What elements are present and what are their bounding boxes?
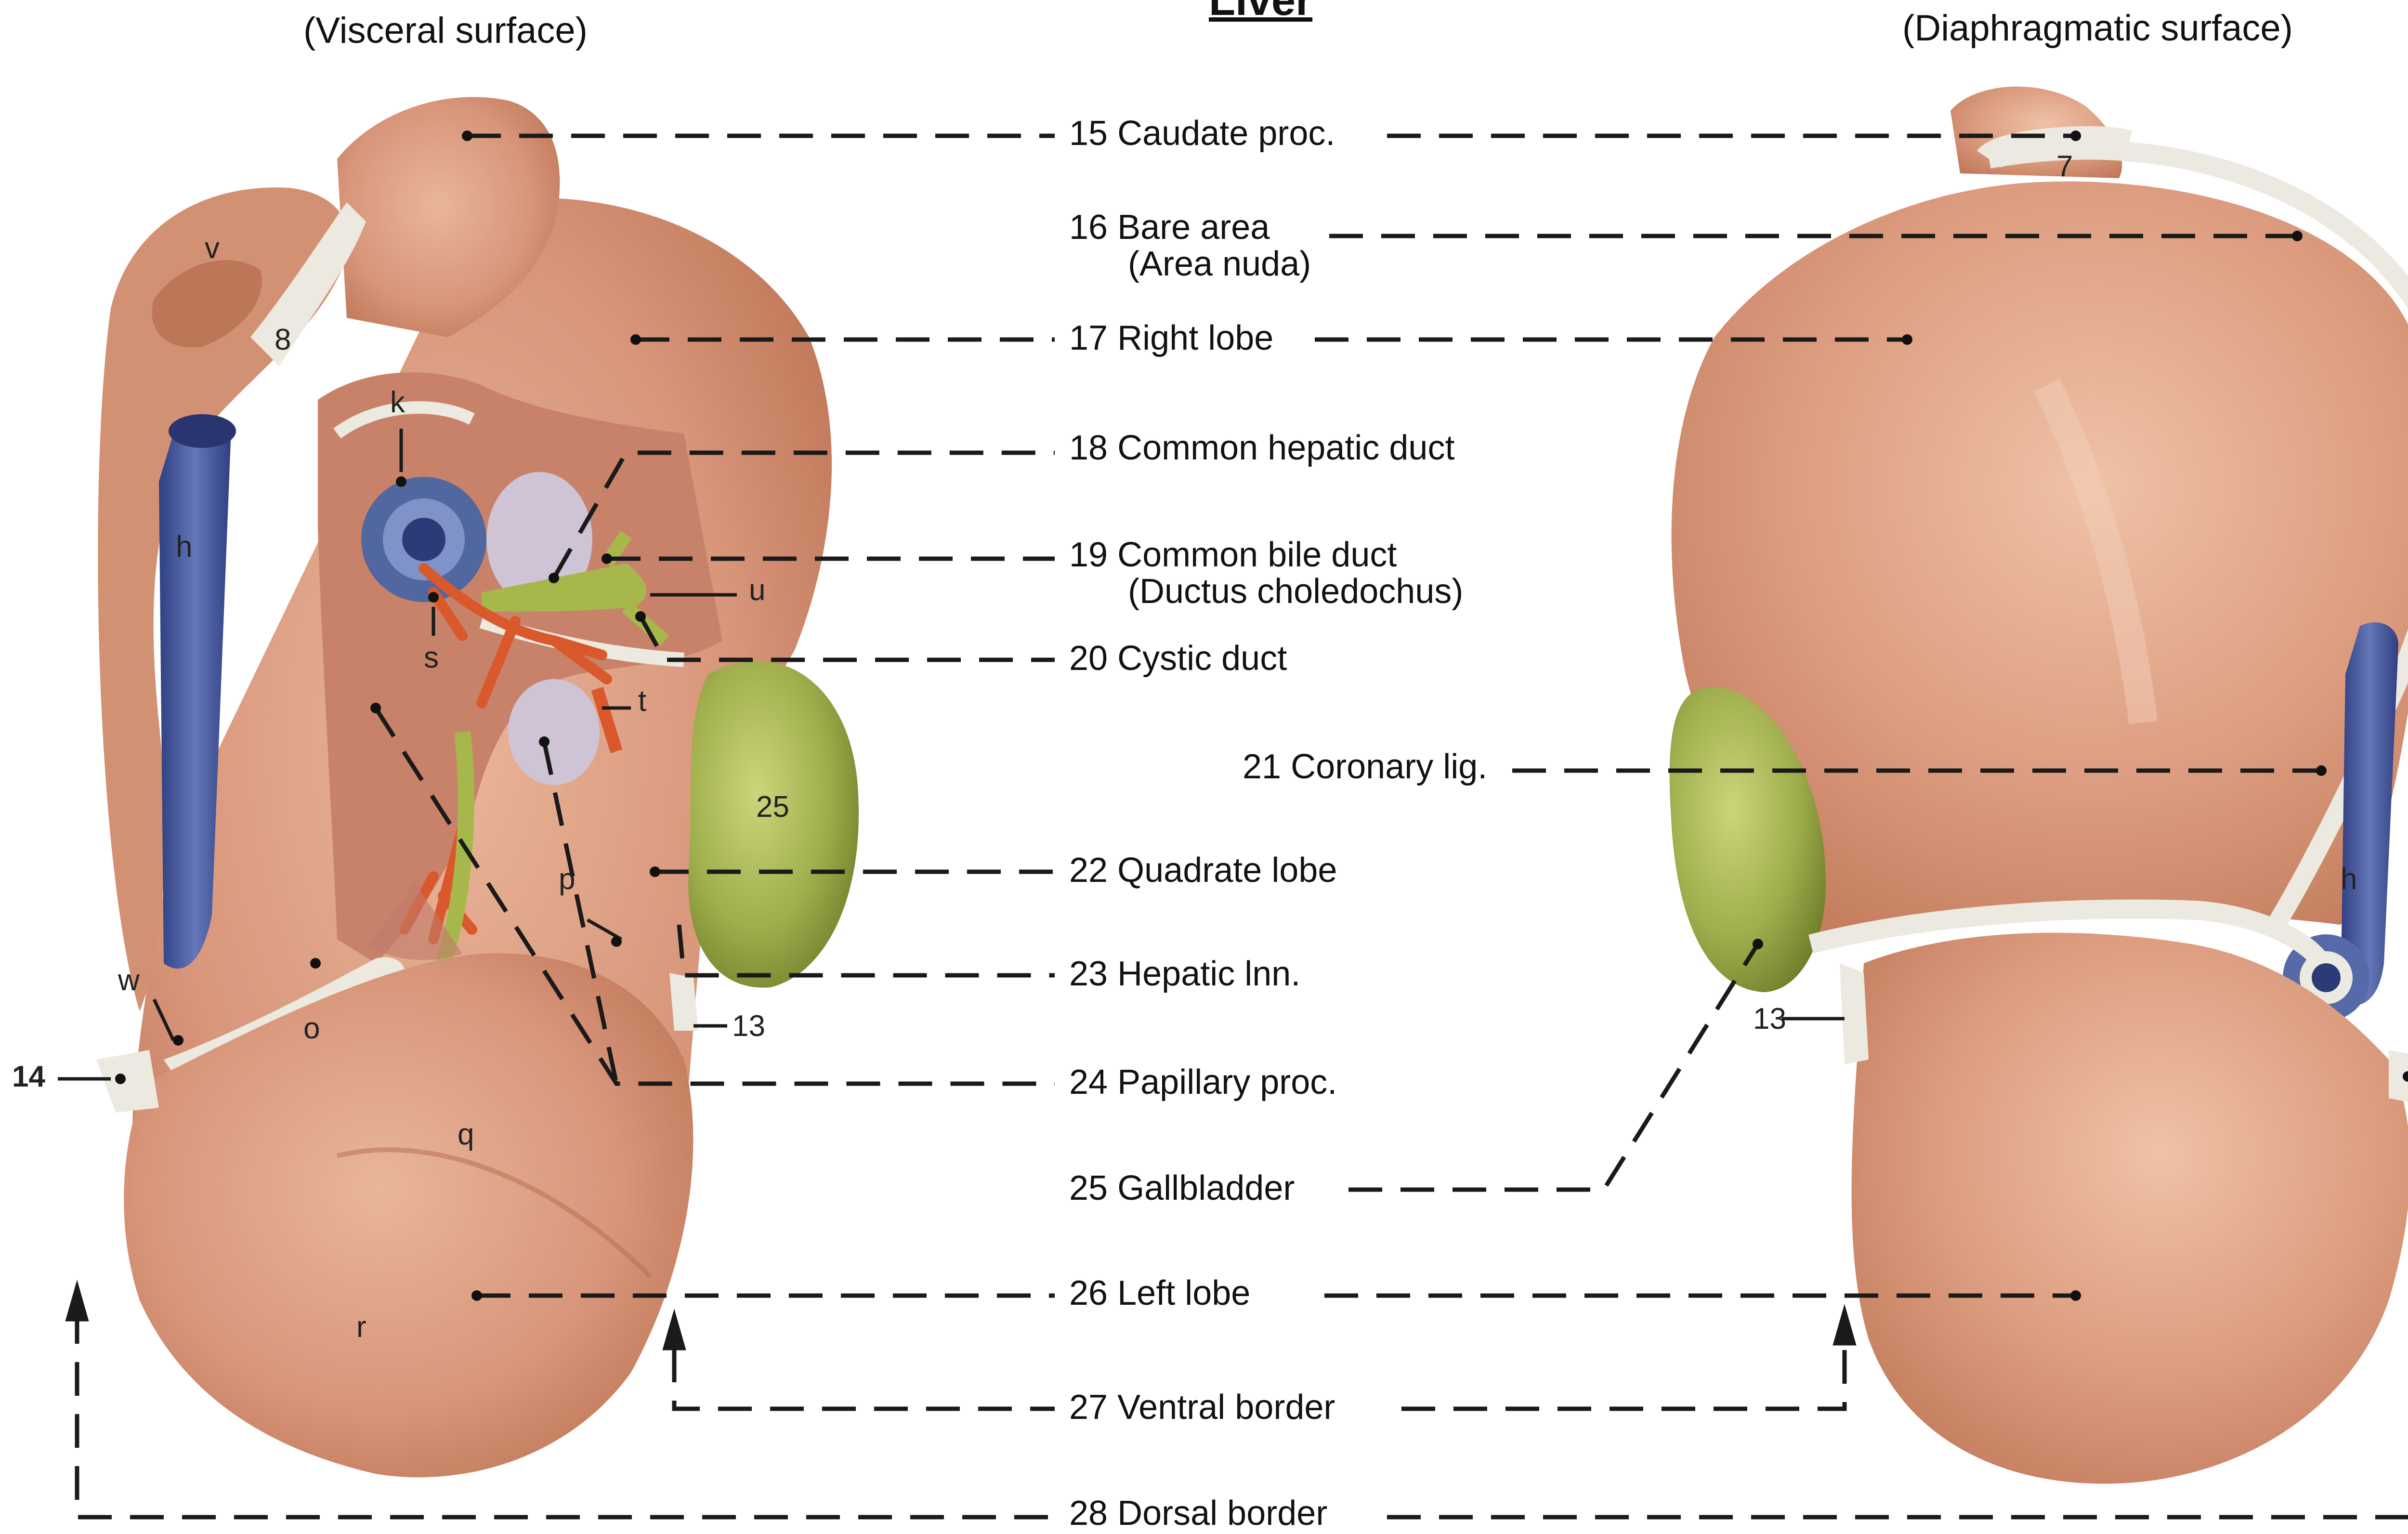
letter-w: w [118, 963, 140, 997]
label-26: 26 Left lobe [1069, 1275, 1250, 1312]
diaphragmatic-view [1670, 87, 2408, 1484]
letter-u: u [749, 573, 765, 607]
label-27: 27 Ventral border [1069, 1390, 1335, 1426]
letter-h-right: h [2341, 862, 2357, 896]
letter-t: t [638, 684, 646, 718]
letter-r: r [356, 1310, 366, 1344]
letter-q: q [458, 1117, 474, 1152]
letter-v: v [205, 231, 220, 265]
page-title: Liver [1209, 0, 1312, 26]
number-14-left: 14 [12, 1060, 45, 1094]
label-20: 20 Cystic duct [1069, 641, 1287, 677]
label-16: 16 Bare area(Area nuda) [1069, 210, 1311, 282]
letter-o: o [303, 1011, 320, 1046]
number-8: 8 [275, 323, 291, 357]
label-17: 17 Right lobe [1069, 320, 1273, 357]
number-13-right: 13 [1753, 1002, 1786, 1036]
number-25: 25 [756, 790, 789, 824]
label-28: 28 Dorsal border [1069, 1495, 1327, 1532]
number-13-left: 13 [732, 1009, 765, 1043]
label-23: 23 Hepatic lnn. [1069, 956, 1300, 993]
number-7: 7 [2056, 149, 2073, 184]
label-22: 22 Quadrate lobe [1069, 852, 1337, 889]
diaphragmatic-surface-title: (Diaphragmatic surface) [1902, 7, 2293, 49]
visceral-surface-title: (Visceral surface) [303, 10, 588, 52]
letter-h-left: h [176, 530, 192, 564]
left-lobe-diaphragmatic [1852, 933, 2408, 1484]
visceral-view [96, 97, 859, 1477]
label-15: 15 Caudate proc. [1069, 116, 1335, 152]
label-24: 24 Papillary proc. [1069, 1064, 1337, 1101]
gallbladder-visceral [688, 661, 859, 987]
label-21: 21 Coronary lig. [1243, 749, 1487, 786]
label-25: 25 Gallbladder [1069, 1170, 1295, 1207]
letter-k: k [390, 385, 405, 420]
letter-p: p [559, 862, 575, 896]
letter-s: s [424, 641, 439, 675]
label-18: 18 Common hepatic duct [1069, 430, 1454, 467]
lymph-node-lower [508, 679, 600, 785]
label-19: 19 Common bile duct(Ductus choledochus) [1069, 537, 1463, 610]
